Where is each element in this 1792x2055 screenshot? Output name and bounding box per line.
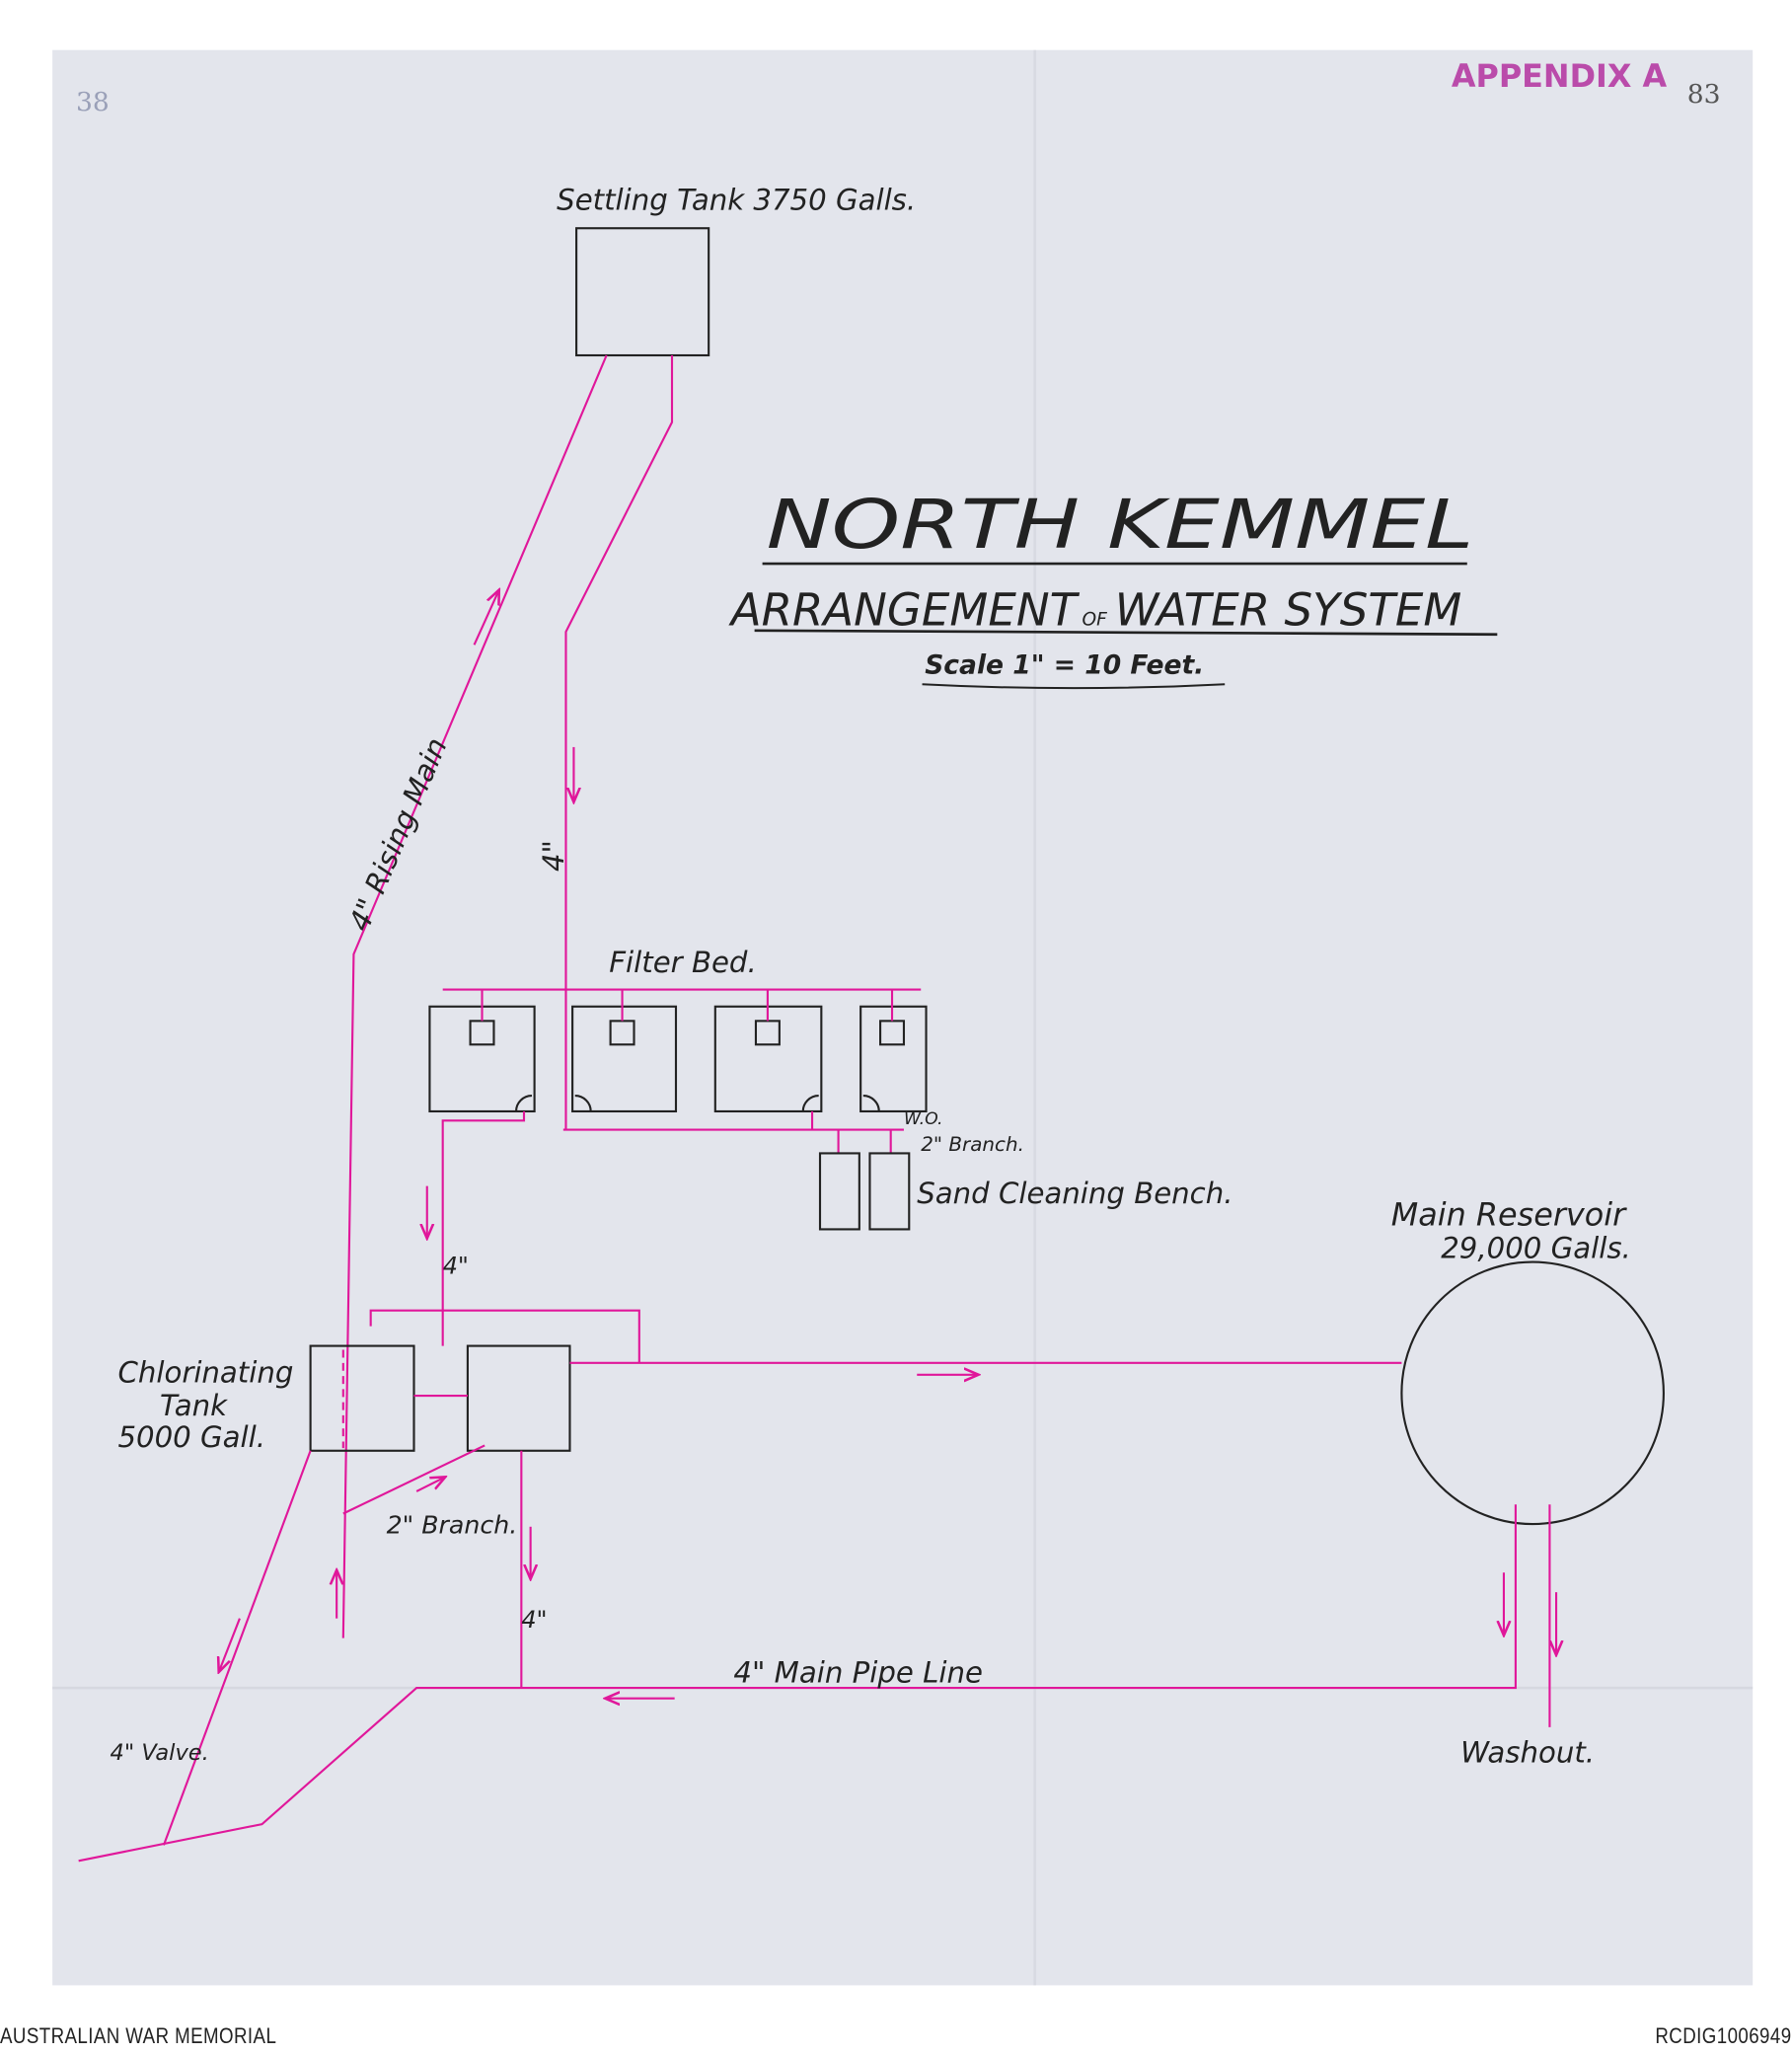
chlor-label-2: Tank xyxy=(160,1389,228,1422)
sand-bench-2 xyxy=(868,1152,911,1231)
branch-2-top-label: 2" Branch. xyxy=(921,1133,1024,1156)
washout-label: Washout. xyxy=(1460,1736,1595,1770)
main-pipe-label: 4" Main Pipe Line xyxy=(733,1656,983,1690)
pipe-4-low-label: 4" xyxy=(521,1606,547,1634)
wo-label: W.O. xyxy=(904,1109,943,1129)
footer-id: RCDIG1006949 xyxy=(1655,2023,1792,2048)
page-number-right: 83 xyxy=(1687,79,1721,110)
sand-bench-label: Sand Cleaning Bench. xyxy=(917,1177,1232,1210)
settling-tank xyxy=(575,227,710,357)
appendix-stamp: APPENDIX A xyxy=(1452,57,1668,95)
chlor-label-1: Chlorinating xyxy=(117,1356,293,1390)
diagram-scale: Scale 1" = 10 Feet. xyxy=(925,650,1204,681)
reservoir-label-1: Main Reservoir xyxy=(1391,1195,1627,1233)
filter-bed-label: Filter Bed. xyxy=(609,946,756,979)
page-number-left: 38 xyxy=(76,87,110,117)
chlorinating-tank-1 xyxy=(309,1344,415,1452)
sand-bench-1 xyxy=(818,1152,860,1231)
chlor-label-3: 5000 Gall. xyxy=(117,1420,265,1454)
pipe-4-mid-label: 4" xyxy=(443,1253,469,1280)
reservoir-label-2: 29,000 Galls. xyxy=(1441,1232,1631,1265)
chlorinating-tank-2 xyxy=(466,1344,571,1452)
branch-2-bottom-label: 2" Branch. xyxy=(387,1510,518,1539)
filter-bed-tanks xyxy=(428,1005,928,1113)
pipe-4-top-label: 4" xyxy=(537,840,570,872)
valve-label: 4" Valve. xyxy=(111,1740,209,1766)
settling-tank-label: Settling Tank 3750 Galls. xyxy=(557,184,916,217)
paper-sheet xyxy=(52,49,1754,1986)
main-reservoir xyxy=(1400,1260,1665,1526)
footer-credit: AUSTRALIAN WAR MEMORIAL xyxy=(0,2023,277,2048)
diagram-title: NORTH KEMMEL xyxy=(767,486,1474,565)
